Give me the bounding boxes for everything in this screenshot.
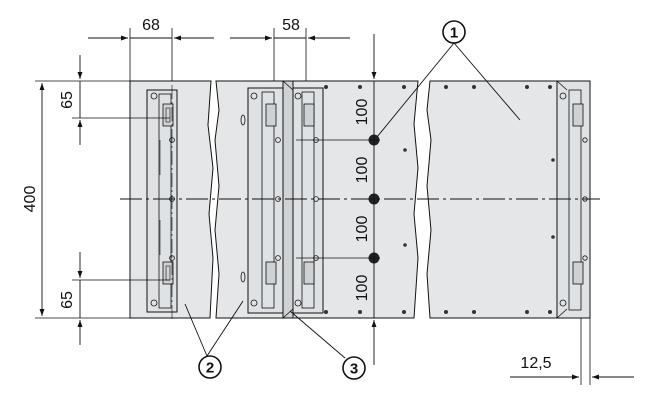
panel-left xyxy=(129,80,214,319)
dim-58-label: 58 xyxy=(282,17,300,34)
dimension-68: 68 xyxy=(88,17,214,81)
panel-middle xyxy=(214,80,419,319)
panel-right xyxy=(426,80,591,319)
dim-400-label: 400 xyxy=(22,186,39,213)
hinge-left-top xyxy=(162,103,174,127)
dim-100-2-label: 100 xyxy=(354,157,371,184)
dim-65-bottom-label: 65 xyxy=(59,291,76,309)
dimension-58: 58 xyxy=(230,17,350,81)
hinge-left-bottom xyxy=(162,261,174,285)
dim-12-5-label: 12,5 xyxy=(520,355,551,372)
callout-3-label: 3 xyxy=(350,361,358,378)
dim-65-top-label: 65 xyxy=(59,91,76,109)
dimension-overall-height: 400 xyxy=(22,80,130,319)
callout-1: 1 xyxy=(376,20,521,138)
dimension-chain-100: 100 100 100 100 xyxy=(296,34,380,365)
dim-68-label: 68 xyxy=(142,17,160,34)
callout-3: 3 xyxy=(289,310,366,380)
dim-100-4-label: 100 xyxy=(354,275,371,302)
dim-100-1-label: 100 xyxy=(354,99,371,126)
dimension-top-offset: 65 xyxy=(59,55,170,145)
dimension-edge-gap: 12,5 xyxy=(510,318,634,385)
dimension-bottom-offset: 65 xyxy=(59,252,170,345)
dim-100-3-label: 100 xyxy=(354,216,371,243)
callout-2: 2 xyxy=(184,300,244,379)
callout-1-label: 1 xyxy=(450,25,458,42)
callout-2-label: 2 xyxy=(206,360,214,377)
